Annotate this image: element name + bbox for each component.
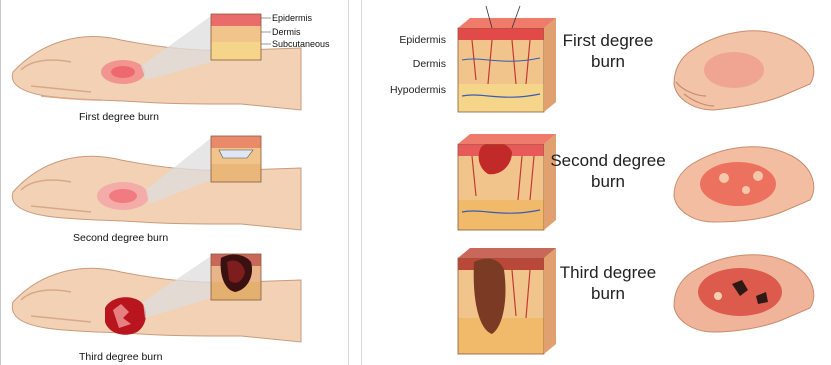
left-illustration-panel: Epidermis Dermis Subcutaneous First degr…	[0, 0, 349, 365]
first-degree-hand-photo	[674, 31, 814, 110]
left-subcutaneous-label: Subcutaneous	[272, 39, 330, 50]
right-dermis-label: Dermis	[376, 58, 446, 70]
third-degree-title: Third degree burn	[538, 262, 678, 304]
third-degree-hand-photo	[674, 255, 814, 332]
third-degree-caption: Third degree burn	[79, 351, 162, 363]
second-degree-caption: Second degree burn	[73, 232, 168, 244]
first-degree-caption: First degree burn	[79, 111, 159, 123]
right-hypodermis-label: Hypodermis	[376, 84, 446, 96]
left-illustrations	[1, 0, 350, 365]
right-epidermis-label: Epidermis	[376, 34, 446, 46]
right-illustration-panel: Epidermis Dermis Hypodermis First degree…	[361, 0, 831, 365]
left-epidermis-label: Epidermis	[272, 13, 312, 24]
third-degree-skin-block	[211, 254, 261, 300]
left-dermis-label: Dermis	[272, 27, 301, 38]
first-degree-title: First degree burn	[538, 30, 678, 72]
second-degree-title: Second degree burn	[538, 150, 678, 192]
second-degree-skin-block	[211, 136, 261, 182]
second-degree-hand-photo	[674, 147, 814, 222]
